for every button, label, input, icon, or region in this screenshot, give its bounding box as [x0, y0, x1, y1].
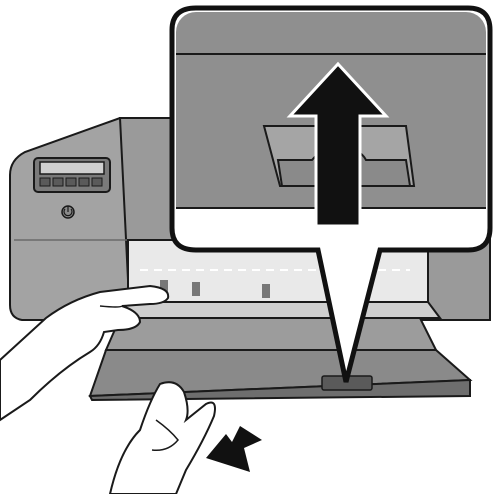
panel-buttons	[40, 178, 102, 186]
power-icon	[62, 206, 74, 218]
control-panel	[34, 158, 110, 192]
lcd-screen	[40, 162, 104, 174]
paper-tray	[90, 318, 470, 400]
down-arrow-icon	[206, 426, 262, 472]
